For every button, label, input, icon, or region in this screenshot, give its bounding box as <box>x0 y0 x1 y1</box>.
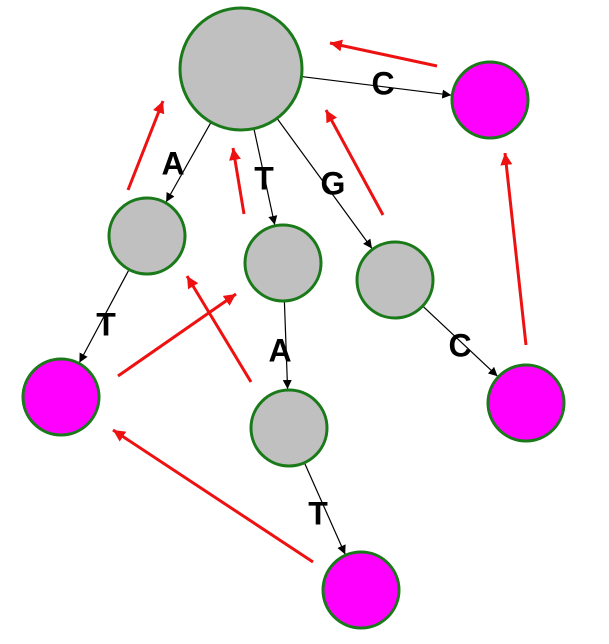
tree-edge-root-to-n-t <box>253 128 278 226</box>
suffix-link-n-t-to-root <box>229 147 246 215</box>
edge-label-root-to-n-t: T <box>254 160 274 196</box>
suffix-link-leaf-tat-to-leaf-at <box>112 428 314 564</box>
suffix-link-leaf-c-to-root <box>329 39 438 68</box>
edge-label-root-to-leaf-c: C <box>371 65 394 101</box>
suffix-link-n-ta-to-n-a <box>185 275 253 383</box>
tree-edge-n-ta-to-leaf-tat <box>303 462 346 555</box>
tree-edge-root-to-n-a <box>165 121 212 203</box>
edge-label-n-g-to-leaf-gc: C <box>448 327 471 363</box>
suffix-link-leaf-at-to-n-t <box>117 292 237 378</box>
edge-label-n-a-to-leaf-at: T <box>96 306 116 342</box>
tree-edge-root-to-n-g <box>276 117 373 249</box>
edge-label-n-ta-to-leaf-tat: T <box>308 495 328 531</box>
tree-edge-n-t-to-n-ta <box>282 300 292 390</box>
leaf-node-leaf-c <box>450 60 530 140</box>
internal-node-n-a <box>107 196 187 276</box>
suffix-link-n-g-to-root <box>324 109 385 216</box>
tree-edge-n-g-to-leaf-gc <box>422 305 498 377</box>
edge-label-root-to-n-g: G <box>321 165 346 201</box>
internal-node-n-g <box>355 240 435 320</box>
tree-edge-root-to-leaf-c <box>301 75 452 99</box>
leaf-node-leaf-tat <box>321 550 401 630</box>
leaf-node-leaf-at <box>21 357 101 437</box>
edge-label-n-t-to-n-ta: A <box>268 332 291 368</box>
leaf-node-leaf-gc <box>486 363 566 443</box>
suffix-link-n-a-to-root <box>126 100 165 191</box>
internal-node-root <box>178 6 304 132</box>
internal-node-n-t <box>243 223 323 303</box>
internal-node-n-ta <box>249 388 329 468</box>
tree-edge-n-a-to-leaf-at <box>78 269 130 363</box>
suffix-link-leaf-gc-to-leaf-c <box>500 152 528 346</box>
edge-label-root-to-n-a: A <box>161 145 184 181</box>
